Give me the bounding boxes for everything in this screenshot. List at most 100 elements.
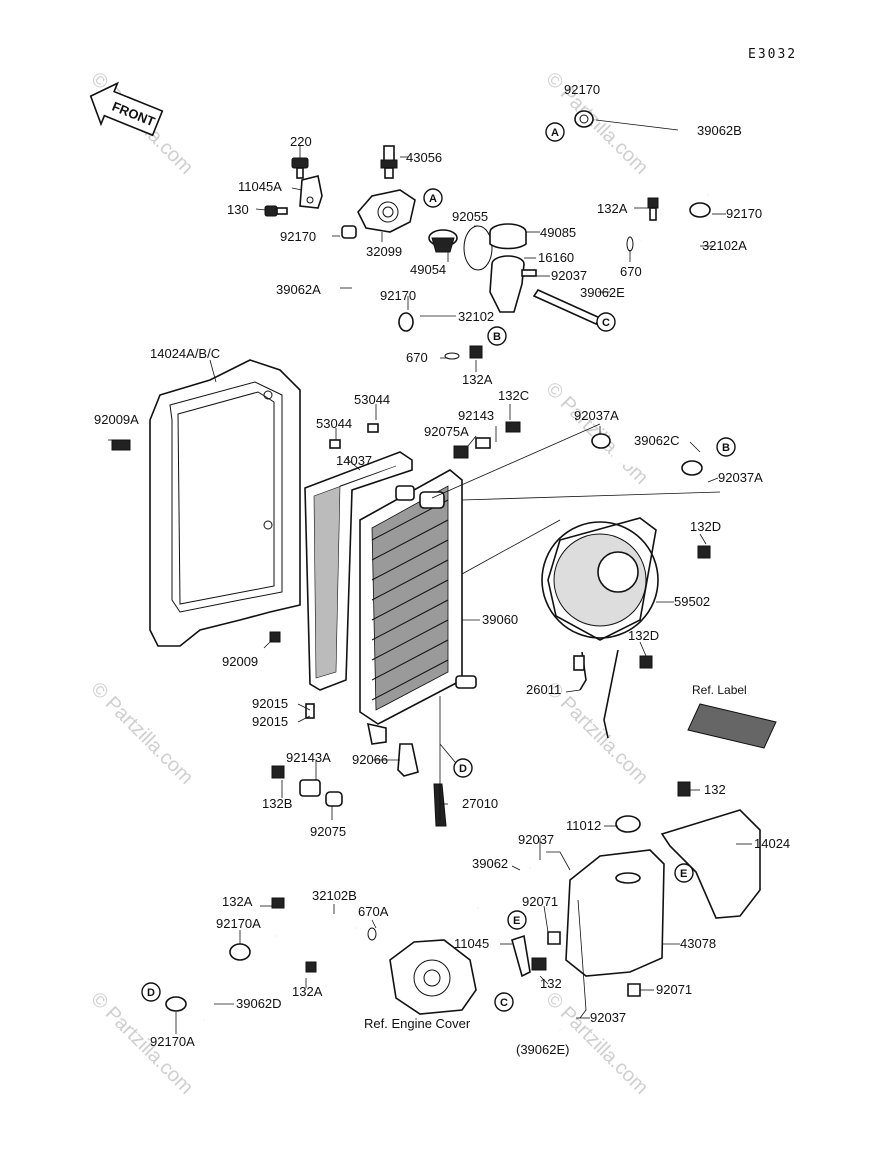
callout-c-pipe: C xyxy=(596,312,616,332)
part-label: 92071 xyxy=(522,894,558,909)
part-label: 92037A xyxy=(718,470,763,485)
part-label: 53044 xyxy=(354,392,390,407)
part-label: 39062A xyxy=(276,282,321,297)
mount-parts-lower-left xyxy=(269,631,447,827)
engine-cover xyxy=(389,939,477,1015)
part-label: 39062 xyxy=(472,856,508,871)
part-label: 11045A xyxy=(238,179,282,194)
hose-39062 xyxy=(475,865,531,909)
part-label: 132D xyxy=(628,628,659,643)
part-label: 132D xyxy=(690,519,721,534)
part-label: 53044 xyxy=(316,416,352,431)
ref-engine-cover-text: Ref. Engine Cover xyxy=(364,1016,471,1031)
svg-text:C: C xyxy=(602,317,610,329)
svg-text:D: D xyxy=(459,763,467,775)
part-label: 92015 xyxy=(252,696,288,711)
part-label: 92170 xyxy=(726,206,762,221)
part-label: 92170 xyxy=(564,82,600,97)
hose-39062B xyxy=(574,110,715,199)
pipe-39062E xyxy=(532,288,602,326)
filler-neck-16160 xyxy=(489,255,537,313)
bolt-220 xyxy=(291,157,309,179)
hose-39062C xyxy=(591,433,703,494)
callout-d-lower: D xyxy=(141,982,161,1002)
part-label: 92170A xyxy=(216,916,261,931)
callout-e-cover: E xyxy=(674,863,694,883)
part-label: 132 xyxy=(540,976,562,991)
hose-39062D xyxy=(165,943,251,1025)
svg-text:C: C xyxy=(500,997,508,1009)
watermark: © Partzilla.com xyxy=(86,678,197,789)
part-label: 92055 xyxy=(452,209,488,224)
part-label: 43056 xyxy=(406,150,442,165)
part-label: 32102A xyxy=(702,238,747,253)
part-label: 43078 xyxy=(680,936,716,951)
part-label: 27010 xyxy=(462,796,498,811)
part-label: 130 xyxy=(227,202,249,217)
part-label: 92009 xyxy=(222,654,258,669)
part-label: 32099 xyxy=(366,244,402,259)
pipe-32102A xyxy=(626,197,693,252)
callout-d-radiator: D xyxy=(453,758,473,778)
part-label: 92071 xyxy=(656,982,692,997)
hose-39062A xyxy=(319,233,409,353)
part-label: 92015 xyxy=(252,714,288,729)
callout-a-upper: A xyxy=(423,188,443,208)
part-label: (39062E) xyxy=(516,1042,569,1057)
pipe-32102 xyxy=(398,307,483,360)
part-label: 92066 xyxy=(352,752,388,767)
part-label: 14037 xyxy=(336,453,372,468)
part-label: 132C xyxy=(498,388,529,403)
part-label: 39062E xyxy=(580,285,625,300)
part-label: 11045 xyxy=(454,936,489,951)
part-label: 92170 xyxy=(380,288,416,303)
bolt-130 xyxy=(264,205,288,217)
svg-text:B: B xyxy=(722,442,730,454)
part-label: 92170A xyxy=(150,1034,195,1049)
callout-a-hose: A xyxy=(545,122,565,142)
callout-b-hose: B xyxy=(716,437,736,457)
callout-c-lower: C xyxy=(494,992,514,1012)
part-label: 132B xyxy=(262,796,292,811)
part-label: 92009A xyxy=(94,412,139,427)
leader-lines xyxy=(108,119,752,1034)
reservoir-43078 xyxy=(547,815,665,997)
pipe-32102B xyxy=(271,897,377,973)
part-label: 14024 xyxy=(754,836,790,851)
part-label: 14024A/B/C xyxy=(150,346,220,361)
part-label: 16160 xyxy=(538,250,574,265)
part-label: 32102B xyxy=(312,888,357,903)
part-label: 92170 xyxy=(280,229,316,244)
part-label: 670A xyxy=(358,904,389,919)
part-label: 11012 xyxy=(566,818,601,833)
part-label: 39062C xyxy=(634,433,680,448)
part-label: 670 xyxy=(406,350,428,365)
callout-b-neck: B xyxy=(487,326,507,346)
part-label: 39060 xyxy=(482,612,518,627)
cover-14024 xyxy=(660,781,761,919)
bracket-11045 xyxy=(511,934,547,978)
part-label: 26011 xyxy=(526,682,561,697)
svg-text:B: B xyxy=(493,331,501,343)
part-label: 92037 xyxy=(551,268,587,283)
sensor-43056 xyxy=(380,145,398,179)
part-label: 132A xyxy=(292,984,323,999)
cap-49085 xyxy=(489,223,527,250)
bracket-11045A xyxy=(299,175,323,209)
part-label: 92075 xyxy=(310,824,346,839)
screen-14037 xyxy=(304,451,413,691)
callout-e-bracket: E xyxy=(507,910,527,930)
part-label: 92037 xyxy=(518,832,554,847)
svg-text:A: A xyxy=(429,193,437,205)
housing-32099 xyxy=(341,189,416,239)
part-label: 39062D xyxy=(236,996,282,1011)
part-label: 49054 xyxy=(410,262,446,277)
part-label: 39062B xyxy=(697,123,742,138)
part-label: 132A xyxy=(222,894,253,909)
part-label: 92075A xyxy=(424,424,469,439)
hose-39062E-lower xyxy=(512,1013,562,1033)
diagram-code: E3032 xyxy=(748,47,797,62)
oring-92055 xyxy=(463,225,493,271)
part-labels: 92170 39062B 220 43056 11045A 130 92170 … xyxy=(94,82,790,1057)
